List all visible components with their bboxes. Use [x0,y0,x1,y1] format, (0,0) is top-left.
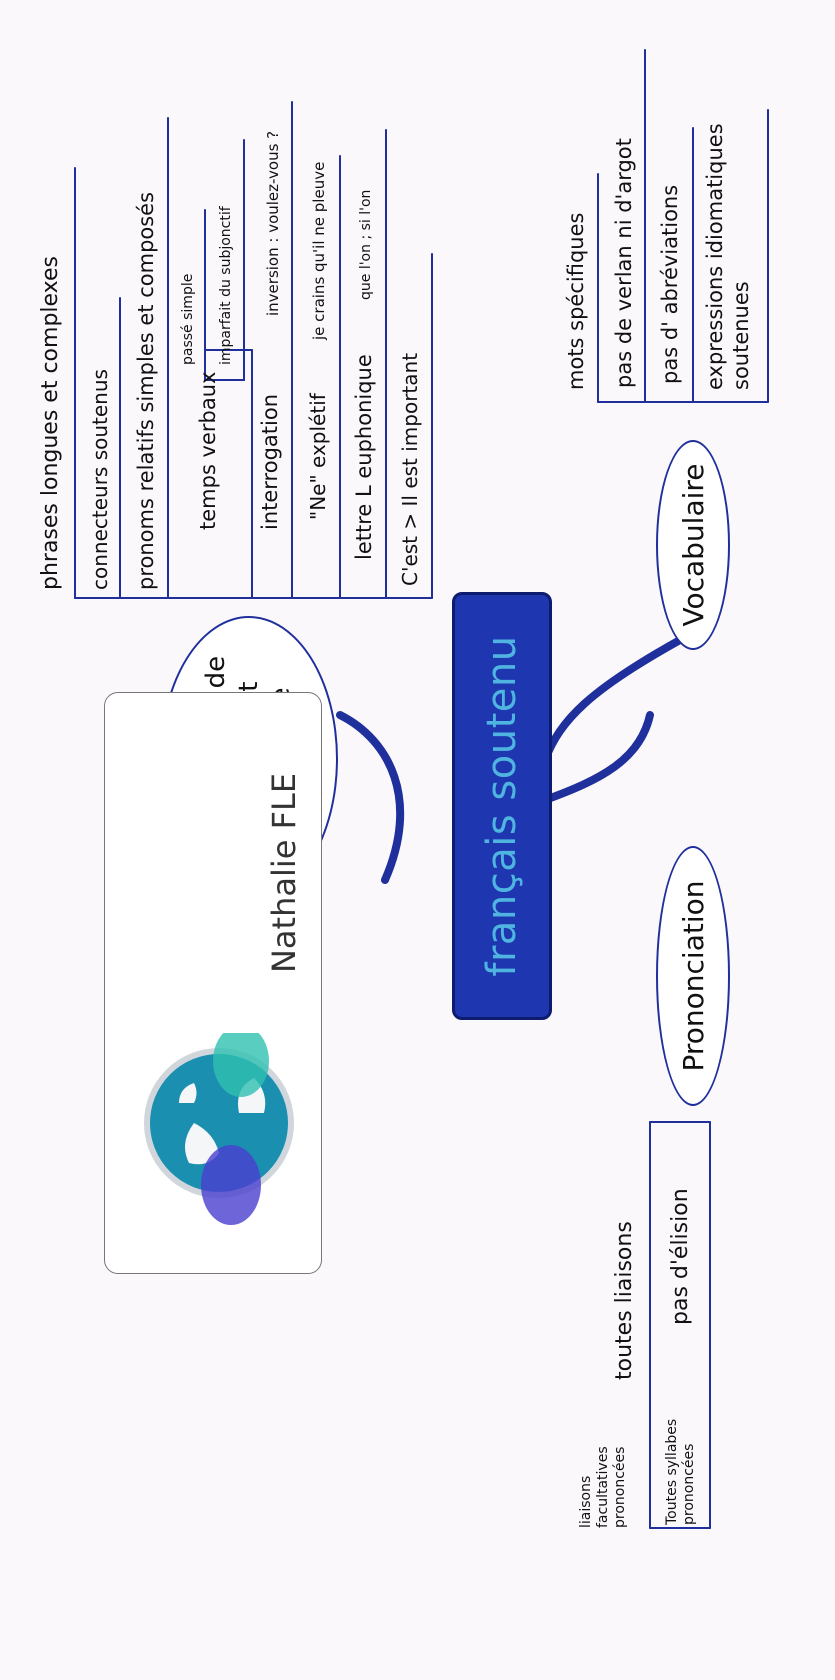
item-passe[interactable]: passé simple [180,273,196,365]
item-crains[interactable]: je crains qu'il ne pleuve [310,161,328,340]
branch-vocabulaire-label: Vocabulaire [676,463,710,627]
item-lettre[interactable]: lettre L euphonique [352,354,376,560]
logo-card: Nathalie FLE [104,692,322,1274]
item-connecteurs[interactable]: connecteurs soutenus [88,369,112,590]
item-abrev[interactable]: pas d' abréviations [658,184,682,384]
item-verlan[interactable]: pas de verlan ni d'argot [612,138,636,388]
item-quelon[interactable]: que l'on ; si l'on [358,189,374,300]
globe-icon [144,1033,294,1225]
link-central-construction [336,711,404,884]
item-elision[interactable]: pas d'élision [668,1188,693,1325]
logo-label: Nathalie FLE [265,772,303,973]
item-syllabes[interactable]: Toutes syllabes prononcées [664,1418,697,1525]
link-central-vocabulaire [541,636,684,764]
item-cest[interactable]: C'est > Il est important [398,352,422,586]
item-inversion[interactable]: inversion : voulez-vous ? [264,130,282,316]
branch-prononciation[interactable]: Prononciation [656,846,730,1106]
central-topic[interactable]: français soutenu [452,592,552,1020]
item-phrases[interactable]: phrases longues et complexes [38,255,63,590]
item-mots[interactable]: mots spécifiques [564,212,588,390]
item-imparfait[interactable]: imparfait du subjonctif [218,206,234,365]
item-ne[interactable]: "Ne" explétif [306,393,330,520]
item-liaisons[interactable]: toutes liaisons [612,1221,637,1380]
item-facult[interactable]: liaisons facultatives prononcées [578,1446,628,1528]
item-temps[interactable]: temps verbaux [196,371,220,530]
link-central-prononciation [541,711,654,804]
item-pronoms[interactable]: pronoms relatifs simples et composés [134,191,158,590]
branch-vocabulaire[interactable]: Vocabulaire [656,440,730,650]
branch-prononciation-label: Prononciation [676,880,710,1072]
item-expr[interactable]: expressions idiomatiques soutenues [703,123,754,390]
item-interrogation[interactable]: interrogation [258,393,282,530]
central-topic-label: français soutenu [479,635,525,977]
